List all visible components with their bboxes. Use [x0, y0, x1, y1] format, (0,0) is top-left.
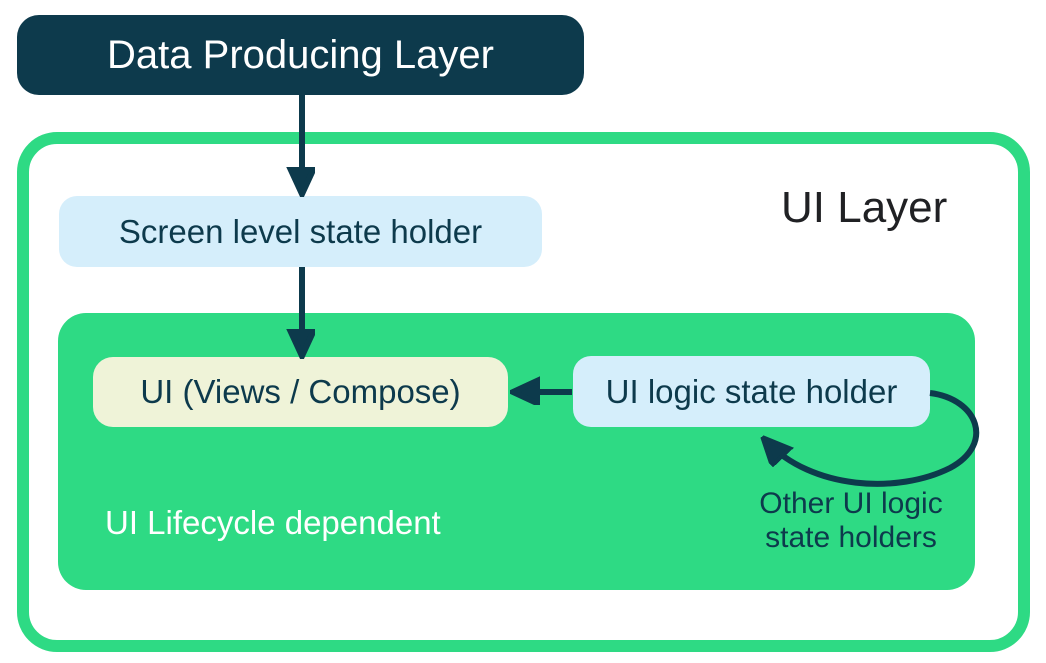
other-ui-logic-caption-line1: Other UI logic: [759, 487, 943, 520]
node-ui-views-compose: UI (Views / Compose): [93, 357, 508, 427]
node-ui-logic-state-holder: UI logic state holder: [573, 356, 930, 427]
node-ui-views-compose-label: UI (Views / Compose): [140, 373, 461, 410]
node-screen-level-state-holder-label: Screen level state holder: [118, 212, 483, 250]
node-screen-level-state-holder: Screen level state holder: [59, 196, 542, 267]
node-data-producing-layer: Data Producing Layer: [17, 15, 584, 95]
other-ui-logic-caption-line2: state holders: [765, 521, 937, 554]
node-data-producing-layer-label: Data Producing Layer: [107, 32, 494, 77]
other-ui-logic-state-holders-caption: Other UI logic state holders: [701, 487, 1001, 555]
ui-lifecycle-group: UI (Views / Compose) UI logic state hold…: [58, 313, 975, 590]
ui-layer-title: UI Layer: [781, 183, 948, 232]
ui-layer-container: UI Layer Screen level state holder UI (V…: [17, 132, 1030, 652]
node-ui-logic-state-holder-label: UI logic state holder: [605, 372, 898, 410]
ui-lifecycle-dependent-caption: UI Lifecycle dependent: [105, 504, 441, 541]
